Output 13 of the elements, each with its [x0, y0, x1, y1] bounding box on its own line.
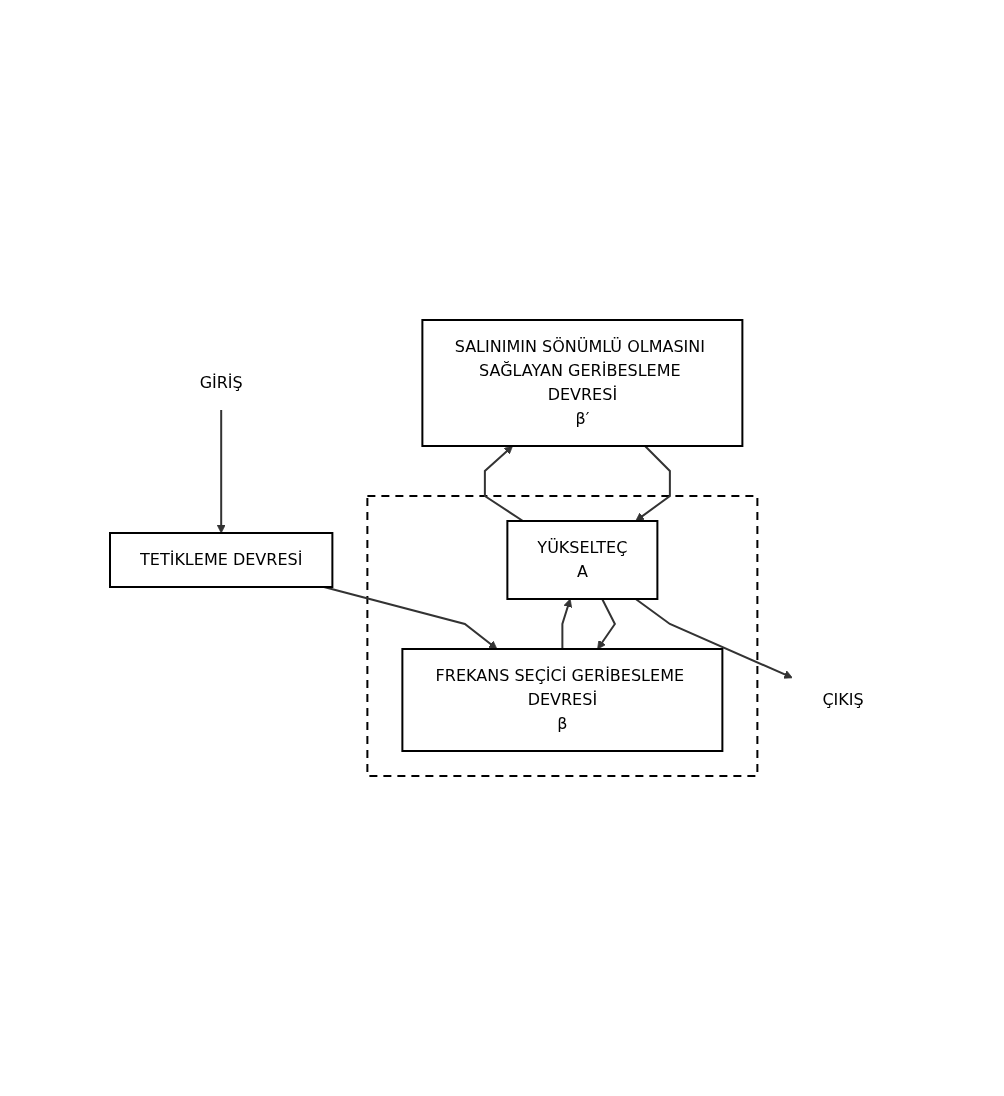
arrow	[561, 598, 573, 650]
node-box: YÜKSELTEÇ A	[506, 520, 659, 600]
cluster	[366, 495, 759, 777]
node-box: SALINIMIN SÖNÜMLÜ OLMASINI SAĞLAYAN GERİBESLEME DEVRESİ β′	[421, 319, 744, 447]
node-box: TETİKLEME DEVRESİ	[109, 532, 334, 588]
arrow	[216, 409, 226, 534]
node-text: GİRİŞ	[199, 373, 243, 392]
node-box: FREKANS SEÇİCİ GERİBESLEME DEVRESİ β	[401, 648, 724, 752]
arrow	[597, 598, 617, 650]
arrow	[635, 445, 672, 522]
arrow	[634, 598, 793, 679]
arrow	[484, 445, 525, 522]
node-text: ÇIKIŞ	[822, 690, 864, 709]
